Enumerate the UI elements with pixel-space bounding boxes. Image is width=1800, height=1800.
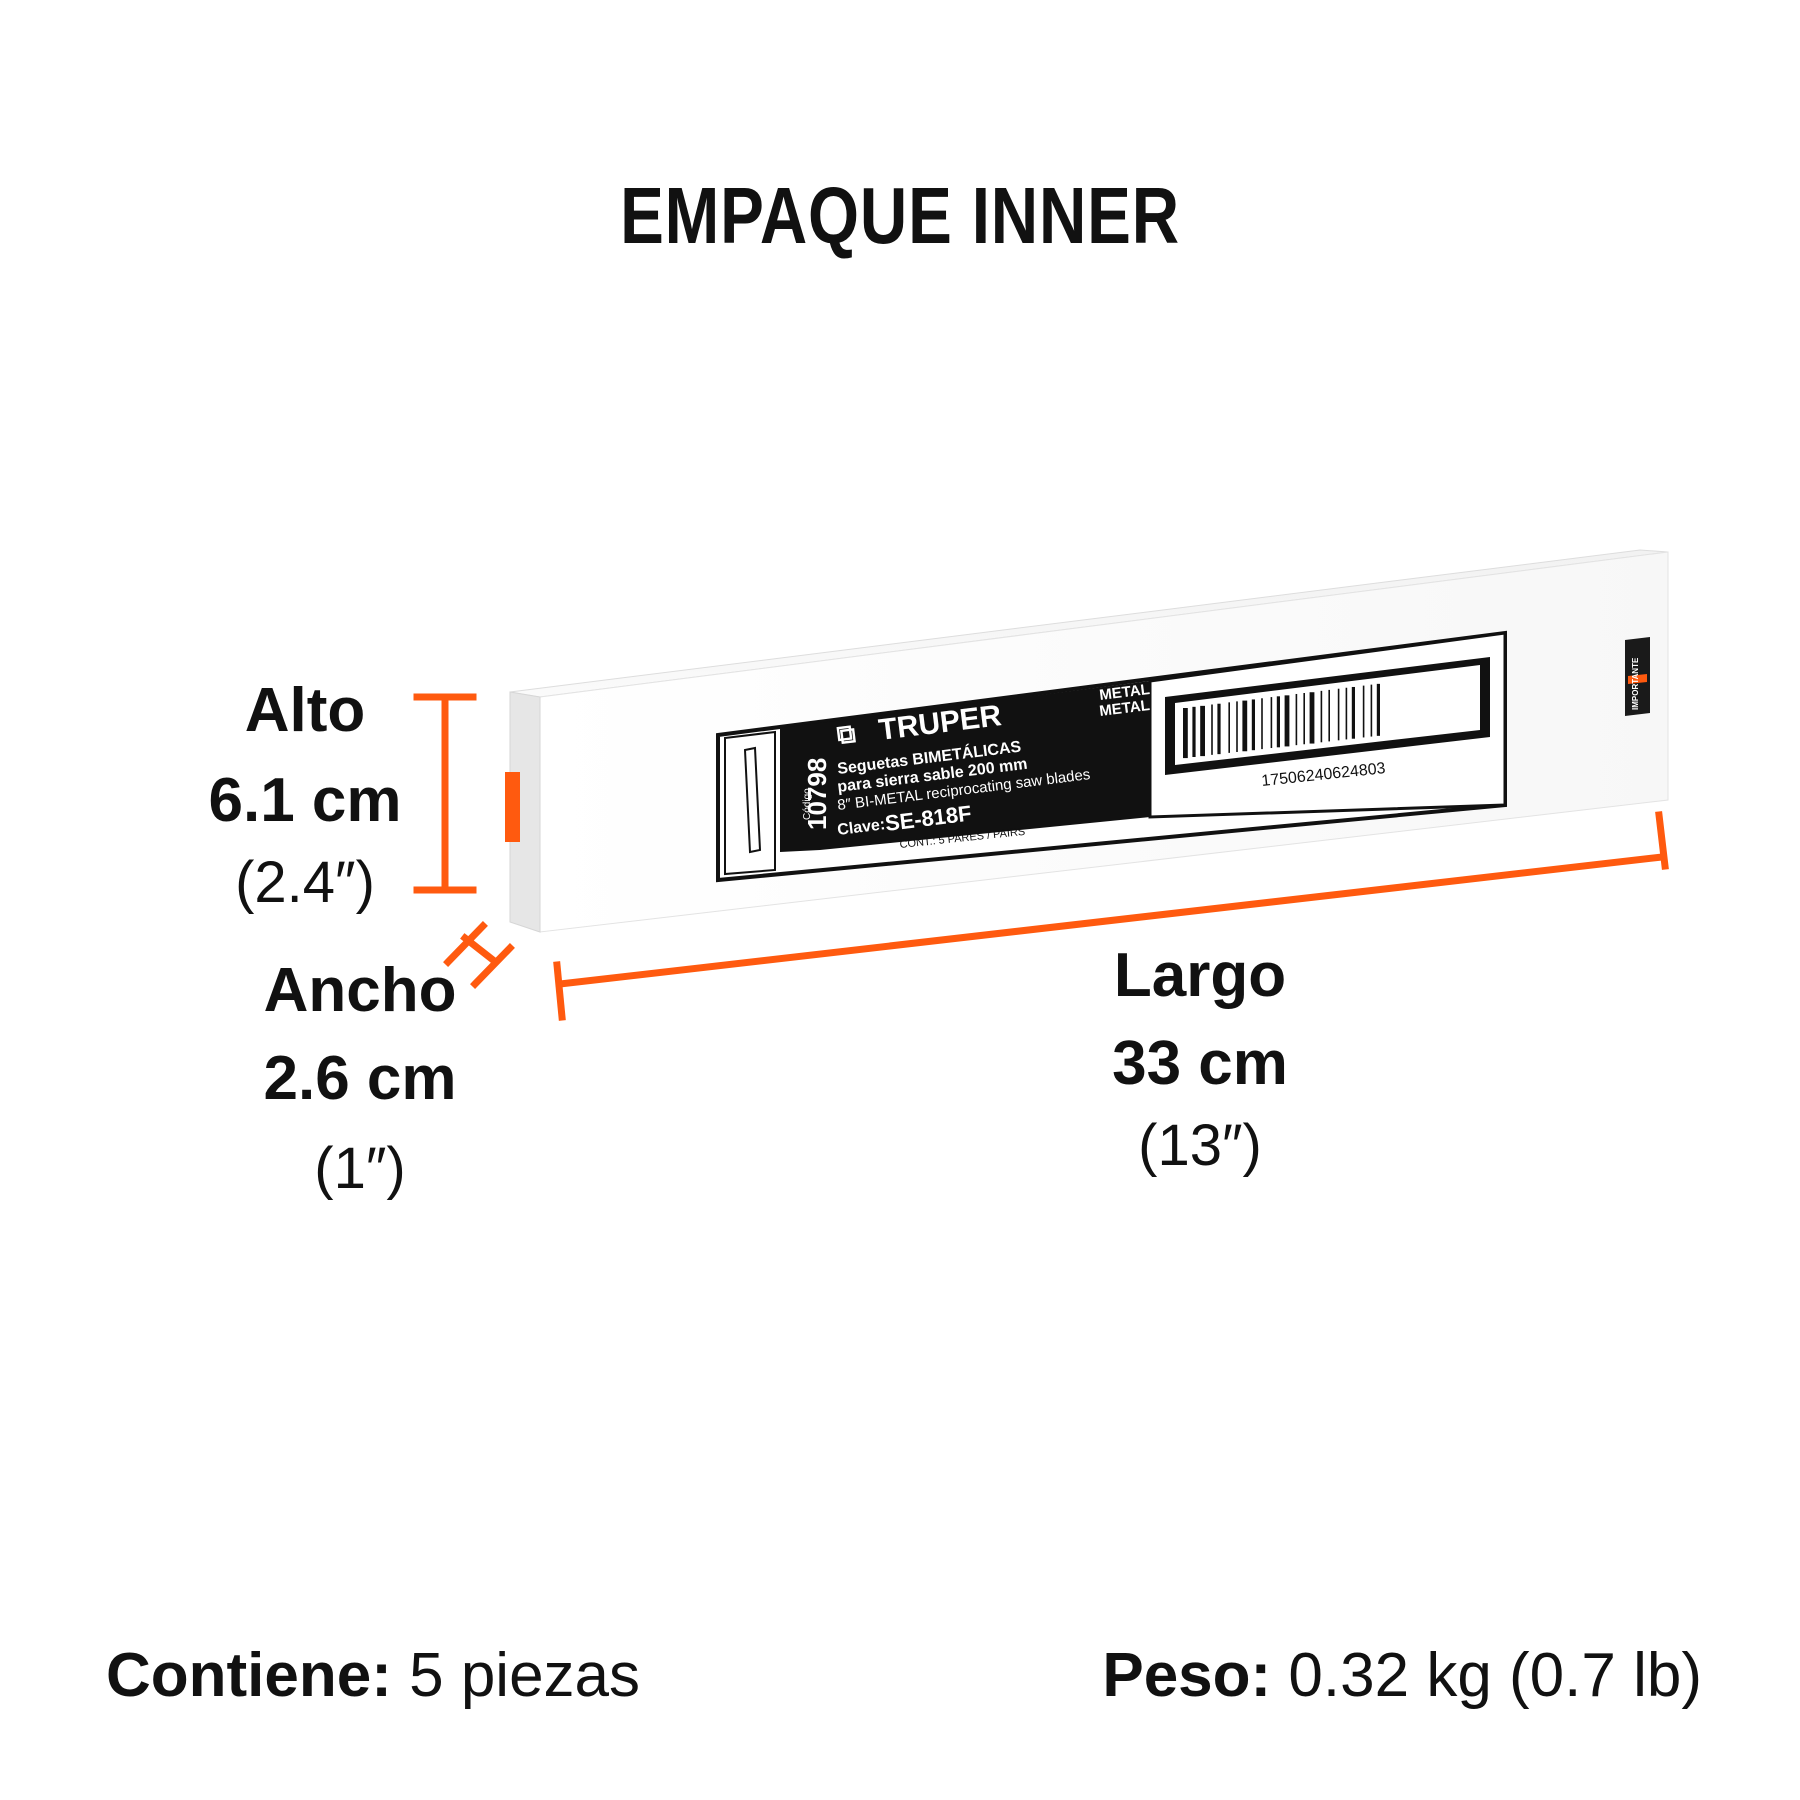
contents-label: Contiene:	[106, 1641, 392, 1710]
barcode-bar	[1284, 695, 1290, 747]
ancho-label: Ancho	[263, 956, 457, 1025]
side-sticker	[1625, 637, 1650, 716]
barcode-bar	[1192, 706, 1196, 758]
weight-label: Peso:	[1102, 1641, 1272, 1710]
barcode-bar	[1236, 701, 1238, 752]
barcode-bar	[1183, 708, 1188, 759]
barcode-bar	[1251, 699, 1255, 751]
contents-value: 5 piezas	[409, 1641, 641, 1710]
alto-imperial: (2.4″)	[235, 850, 375, 915]
largo-caption: Largo 33 cm (13″)	[1070, 945, 1330, 1175]
largo-metric: 33 cm	[1112, 1029, 1288, 1098]
barcode-bar	[1337, 688, 1340, 741]
ancho-dimension-marker	[443, 921, 515, 989]
label-black-panel	[780, 681, 1150, 852]
barcode-bar	[1351, 686, 1355, 739]
alto-dimension-marker	[413, 693, 477, 894]
saw-blade-icon	[743, 746, 762, 854]
barcode-bar	[1309, 692, 1315, 744]
barcode-bar	[1345, 687, 1348, 740]
barcode	[1183, 683, 1380, 759]
barcode-bar	[1261, 698, 1263, 750]
largo-imperial: (13″)	[1138, 1113, 1262, 1178]
barcode-bar	[1295, 693, 1298, 746]
alto-caption: Alto 6.1 cm (2.4″)	[190, 680, 420, 912]
barcode-bar	[1211, 704, 1213, 755]
code-label: Código	[802, 788, 813, 820]
barcode-bar	[1370, 684, 1373, 737]
product-code: 10798	[802, 758, 832, 830]
contents-info: Contiene: 5 piezas	[106, 1640, 640, 1711]
side-sticker-text: IMPORTANTE	[1631, 657, 1640, 710]
ancho-imperial: (1″)	[314, 1136, 406, 1201]
package-label	[716, 630, 1507, 883]
barcode-inner	[1175, 665, 1480, 765]
weight-info: Peso: 0.32 kg (0.7 lb)	[1102, 1640, 1702, 1711]
clave-label: Clave:	[836, 816, 886, 839]
ancho-metric: 2.6 cm	[263, 1044, 457, 1113]
barcode-bar	[1376, 683, 1380, 736]
weight-value: 0.32 kg (0.7 lb)	[1288, 1641, 1702, 1710]
alto-label: Alto	[244, 676, 366, 745]
largo-label: Largo	[1113, 941, 1287, 1010]
barcode-bar	[1228, 702, 1230, 753]
barcode-bar	[1320, 690, 1323, 743]
barcode-bar	[1217, 703, 1221, 755]
barcode-bar	[1303, 693, 1305, 745]
largo-dimension-marker	[553, 811, 1669, 1021]
box-end-face	[509, 691, 541, 933]
box-end-stripe	[505, 772, 520, 842]
material-label-2: METAL	[1098, 697, 1150, 720]
barcode-bar	[1328, 689, 1330, 742]
barcode-bar	[1276, 696, 1280, 748]
barcode-bar	[1242, 700, 1248, 752]
ancho-caption: Ancho 2.6 cm (1″)	[240, 960, 480, 1198]
barcode-bar	[1200, 705, 1205, 757]
brand-logo-mark: ⧉	[835, 718, 857, 750]
material-label-1: METAL	[1098, 681, 1150, 704]
barcode-bar	[1362, 685, 1365, 738]
barcode-bar	[1270, 697, 1273, 749]
page-title: EMPAQUE INNER	[620, 171, 1180, 260]
alto-metric: 6.1 cm	[208, 766, 402, 835]
